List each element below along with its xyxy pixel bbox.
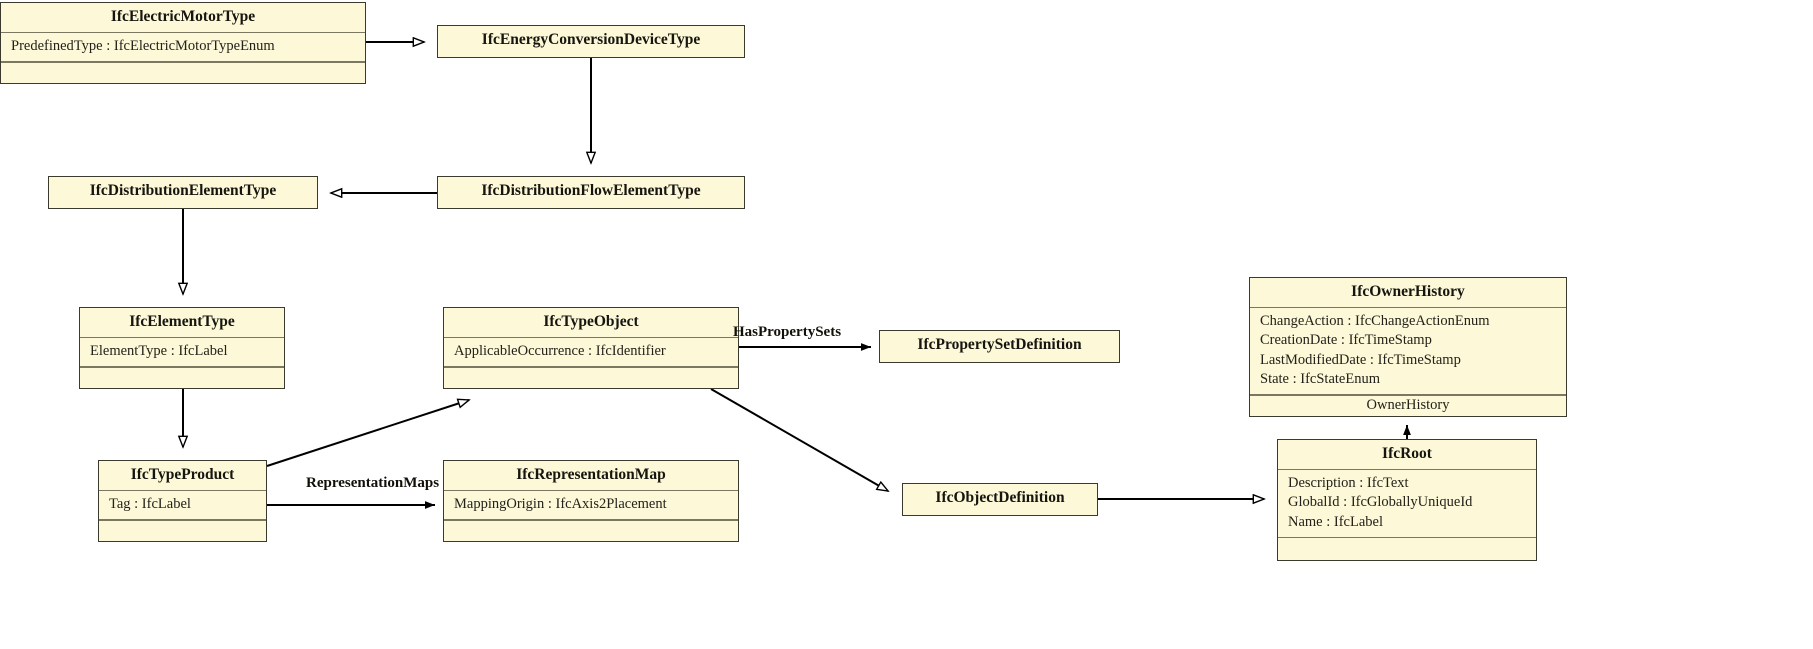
- compartment-separator: [99, 489, 266, 492]
- class-box-ifcdistributionflowelementtype[interactable]: IfcDistributionFlowElementType: [437, 176, 745, 209]
- class-name-ifcpropertysetdefinition: IfcPropertySetDefinition: [917, 336, 1082, 353]
- compartment-separator: [444, 336, 738, 339]
- class-name-ifcroot: IfcRoot: [1382, 445, 1432, 462]
- class-box-ifctypeobject[interactable]: IfcTypeObject ApplicableOccurrence : Ifc…: [443, 307, 739, 389]
- class-attributes-ifcrepresentationmap: MappingOrigin : IfcAxis2Placement: [444, 491, 738, 519]
- class-name-ifcelectricmotortype: IfcElectricMotorType: [110, 8, 256, 25]
- class-box-ifcrepresentationmap[interactable]: IfcRepresentationMap MappingOrigin : Ifc…: [443, 460, 739, 542]
- attribute-row: ApplicableOccurrence : IfcIdentifier: [454, 343, 666, 360]
- class-attributes-ifctypeobject: ApplicableOccurrence : IfcIdentifier: [444, 338, 738, 366]
- attribute-row: LastModifiedDate : IfcTimeStamp: [1260, 351, 1461, 368]
- attribute-row: Name : IfcLabel: [1288, 513, 1384, 530]
- class-footer-ifcelectricmotortype: [1, 63, 365, 80]
- class-footer-ifcroot: [1278, 538, 1536, 555]
- class-box-ifcdistributionelementtype[interactable]: IfcDistributionElementType: [48, 176, 318, 209]
- compartment-separator: [99, 519, 266, 521]
- class-footer-ifctypeobject: [444, 368, 738, 385]
- class-attributes-ifcownerhistory: ChangeAction : IfcChangeActionEnum Creat…: [1250, 308, 1566, 394]
- class-footer-ifcrepresentationmap: [444, 521, 738, 538]
- class-name-ifcrepresentationmap: IfcRepresentationMap: [516, 466, 666, 483]
- class-footer-ifctypeproduct: [99, 521, 266, 538]
- compartment-separator: [1250, 306, 1566, 309]
- compartment-separator: [80, 366, 284, 368]
- attribute-row: ElementType : IfcLabel: [90, 343, 228, 360]
- class-name-ifcdistributionflowelementtype: IfcDistributionFlowElementType: [481, 182, 701, 199]
- attribute-row: State : IfcStateEnum: [1260, 371, 1380, 388]
- class-attributes-ifcelectricmotortype: PredefinedType : IfcElectricMotorTypeEnu…: [1, 33, 365, 61]
- attribute-row: PredefinedType : IfcElectricMotorTypeEnu…: [11, 38, 275, 55]
- class-attributes-ifcelementtype: ElementType : IfcLabel: [80, 338, 284, 366]
- compartment-separator: [444, 519, 738, 521]
- class-attributes-ifcroot: Description : IfcText GlobalId : IfcGlob…: [1278, 470, 1536, 537]
- class-attributes-ifctypeproduct: Tag : IfcLabel: [99, 491, 266, 519]
- class-box-ifcobjectdefinition[interactable]: IfcObjectDefinition: [902, 483, 1098, 516]
- compartment-separator: [444, 489, 738, 492]
- class-name-ifcenergyconversiondevicetype: IfcEnergyConversionDeviceType: [481, 31, 701, 48]
- edge-label-representationmaps: RepresentationMaps: [306, 475, 440, 491]
- compartment-separator: [1278, 537, 1536, 539]
- compartment-separator: [1278, 468, 1536, 471]
- class-name-ifctypeproduct: IfcTypeProduct: [130, 466, 235, 483]
- class-box-ifcroot[interactable]: IfcRoot Description : IfcText GlobalId :…: [1277, 439, 1537, 561]
- attribute-row: Description : IfcText: [1288, 475, 1409, 492]
- class-footer-ifcelementtype: [80, 368, 284, 385]
- class-box-ifcpropertysetdefinition[interactable]: IfcPropertySetDefinition: [879, 330, 1120, 363]
- class-box-ifcelementtype[interactable]: IfcElementType ElementType : IfcLabel: [79, 307, 285, 389]
- class-name-ifcdistributionelementtype: IfcDistributionElementType: [89, 182, 277, 199]
- attribute-row: ChangeAction : IfcChangeActionEnum: [1260, 313, 1490, 330]
- attribute-row: GlobalId : IfcGloballyUniqueId: [1288, 494, 1473, 511]
- class-name-ifcownerhistory: IfcOwnerHistory: [1351, 283, 1465, 300]
- edge-typeproduct-to-typeobject: [266, 400, 469, 467]
- class-box-ifcownerhistory[interactable]: IfcOwnerHistory ChangeAction : IfcChange…: [1249, 277, 1567, 417]
- edge-label-haspropertysets: HasPropertySets: [733, 324, 842, 340]
- attribute-row: Tag : IfcLabel: [109, 496, 191, 513]
- compartment-separator: [80, 336, 284, 339]
- class-footer-ifcownerhistory: OwnerHistory: [1366, 396, 1450, 413]
- class-name-ifcelementtype: IfcElementType: [129, 313, 235, 330]
- compartment-separator: [1, 61, 365, 63]
- class-box-ifcelectricmotortype[interactable]: IfcElectricMotorType PredefinedType : If…: [0, 2, 366, 84]
- class-box-ifctypeproduct[interactable]: IfcTypeProduct Tag : IfcLabel: [98, 460, 267, 542]
- compartment-separator: [444, 366, 738, 368]
- attribute-row: MappingOrigin : IfcAxis2Placement: [454, 496, 667, 513]
- class-name-ifcobjectdefinition: IfcObjectDefinition: [935, 489, 1065, 506]
- attribute-row: CreationDate : IfcTimeStamp: [1260, 332, 1432, 349]
- compartment-separator: [1250, 394, 1566, 396]
- class-box-ifcenergyconversiondevicetype[interactable]: IfcEnergyConversionDeviceType: [437, 25, 745, 58]
- compartment-separator: [1, 31, 365, 34]
- class-name-ifctypeobject: IfcTypeObject: [543, 313, 639, 330]
